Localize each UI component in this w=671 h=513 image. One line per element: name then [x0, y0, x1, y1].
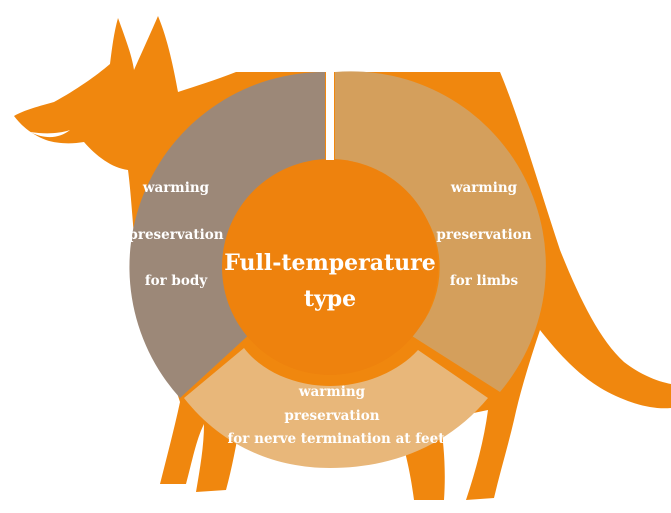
- body-label-line1: warming: [142, 180, 210, 196]
- feet-label-line2: preservation: [284, 408, 379, 424]
- body-label-line2: preservation: [128, 227, 223, 243]
- segment-limbs-arc: [335, 71, 546, 393]
- center-title-line1: Full-temperature: [224, 250, 435, 276]
- dog-mouth-notch: [30, 130, 70, 138]
- feet-label-line3: for nerve termination at feet: [228, 431, 446, 447]
- feet-label-line1: warming: [298, 384, 366, 400]
- center-title-line2: type: [304, 286, 356, 312]
- center-circle: [222, 159, 438, 375]
- limbs-label-line1: warming: [450, 180, 518, 196]
- limbs-label-line3: for limbs: [450, 273, 519, 289]
- limbs-label-line2: preservation: [436, 227, 531, 243]
- segment-feet-arc: [184, 348, 488, 468]
- body-label-line3: for body: [145, 273, 209, 289]
